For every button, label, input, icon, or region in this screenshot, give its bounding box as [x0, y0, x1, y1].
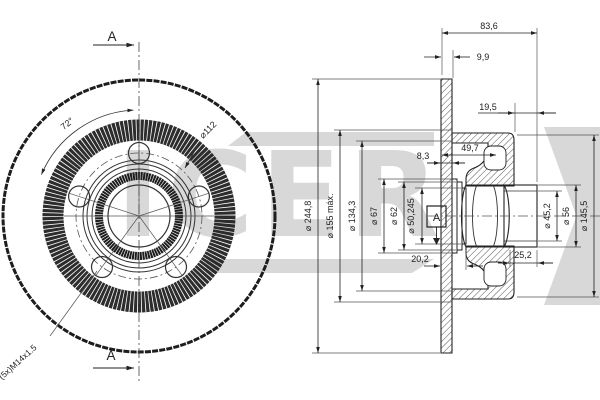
thread-spec-label: (5x)M14x1.5	[0, 342, 39, 381]
dia-45-2: ⌀ 45,2	[542, 203, 552, 228]
dim-9-9: 9,9	[477, 52, 490, 62]
datum-a-arrow	[433, 238, 440, 245]
watermark-band-top	[228, 132, 434, 146]
front-view: A A 72° ⌀112 (5x)M14x1.5	[0, 29, 277, 382]
dia-67: ⌀ 67	[369, 207, 379, 225]
dia-62: ⌀ 62	[389, 207, 399, 225]
stud-hole-bottom	[483, 261, 507, 287]
dimension-lines	[316, 31, 596, 354]
bolt-circle-leader	[184, 144, 199, 169]
dim-19-5: 19,5	[479, 102, 497, 112]
dim-49-7: 49,7	[461, 143, 479, 153]
datum-a-label: A	[433, 212, 441, 224]
dia-56: ⌀ 56	[561, 207, 571, 225]
dia-145-5: ⌀ 145,5	[579, 201, 589, 231]
dim-8-3: 8,3	[417, 151, 430, 161]
dia-244-8: ⌀ 244,8	[303, 201, 313, 231]
angle-72-label: 72°	[59, 115, 76, 132]
dim-83-6: 83,6	[480, 21, 498, 31]
bolt-circle-dia-label: ⌀112	[197, 119, 218, 140]
section-marker-a-top: A	[107, 29, 116, 44]
stud-hole-top	[483, 145, 507, 171]
dia-155-max: ⌀ 155 máx.	[325, 194, 335, 239]
section-marker-a-bottom: A	[106, 348, 115, 363]
extension-lines	[312, 28, 599, 354]
thread-leader	[49, 270, 98, 337]
dia-50-245: ⌀ 50,245	[406, 198, 416, 233]
section-view: 83,6 9,9 19,5 49,7 8,3 20,2 25,2 ⌀ 244,8…	[303, 21, 600, 354]
dim-25-2: 25,2	[514, 250, 532, 260]
dim-20-2: 20,2	[411, 254, 429, 264]
datum-a-balloon: A	[426, 205, 447, 245]
dia-134-3: ⌀ 134,3	[347, 201, 357, 231]
angle-72-arc	[41, 108, 134, 175]
